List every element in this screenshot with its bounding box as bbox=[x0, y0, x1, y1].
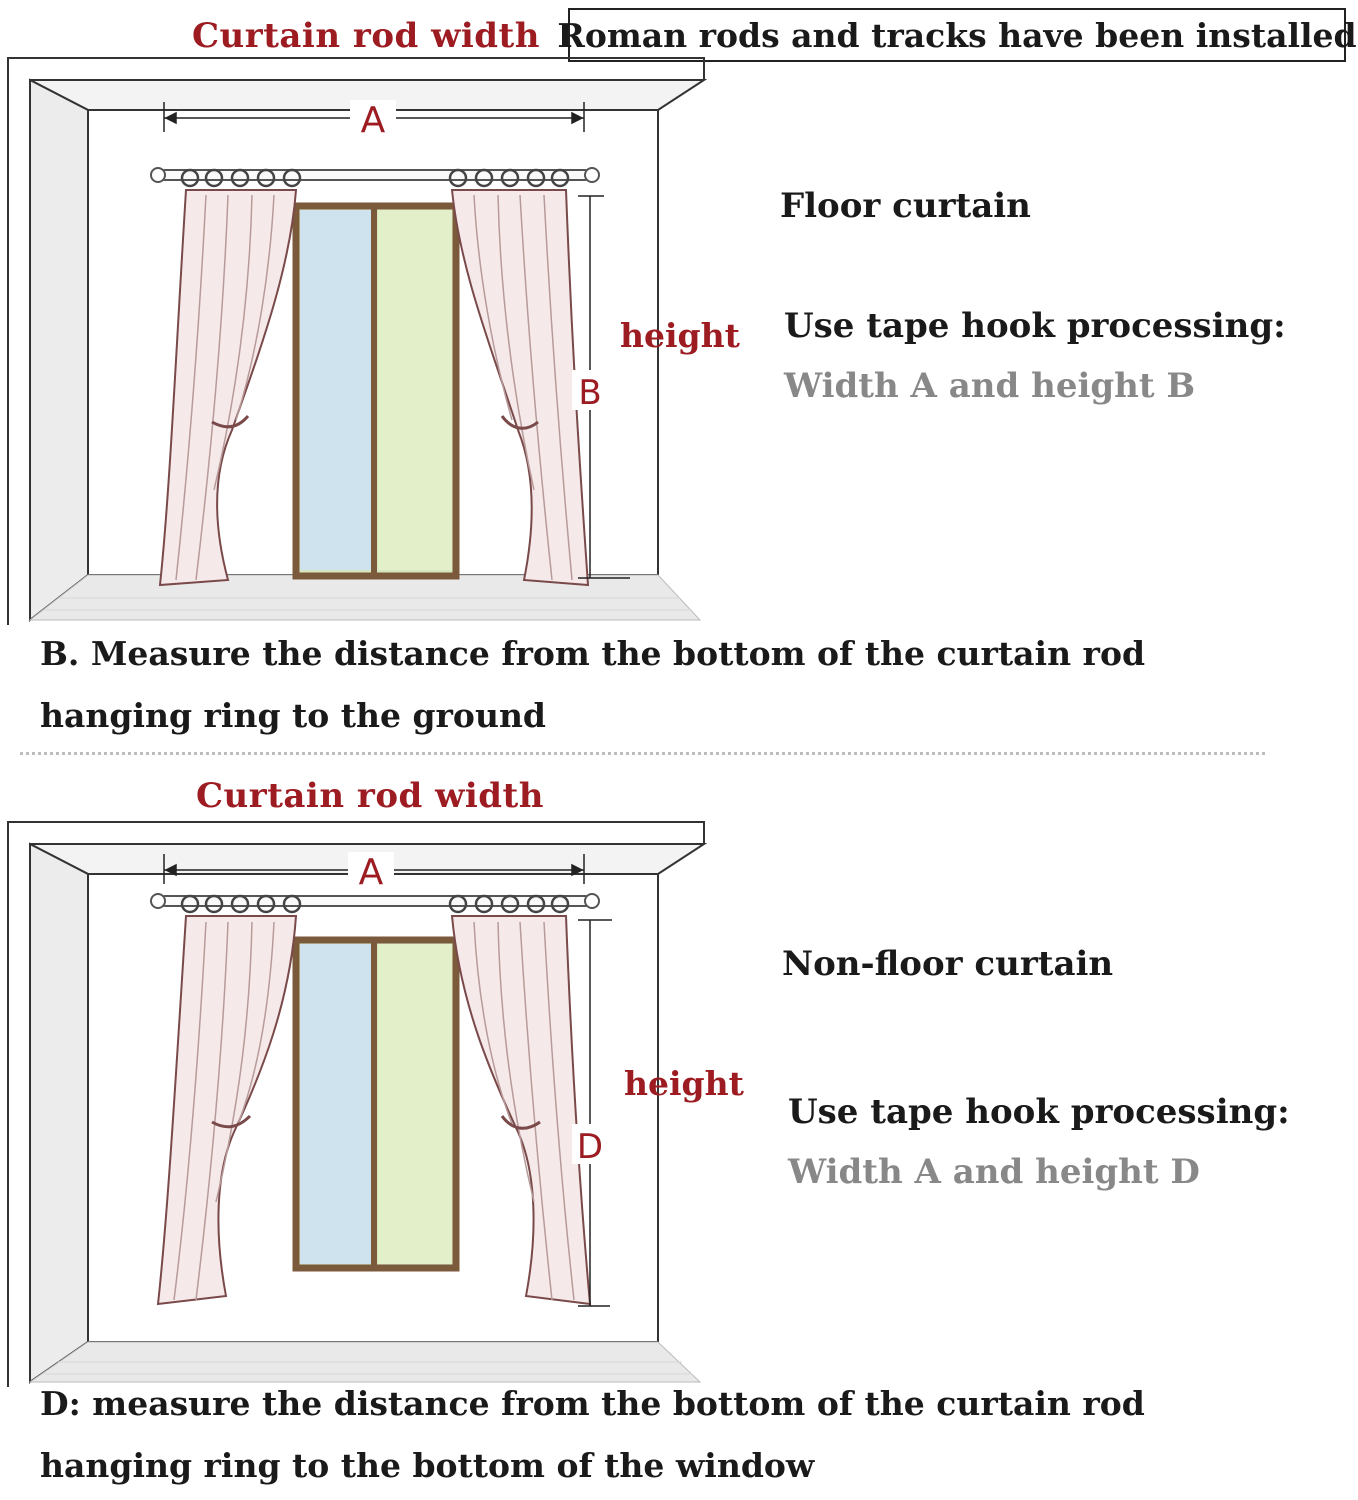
instruction-b-line1: B. Measure the distance from the bottom … bbox=[40, 634, 1146, 673]
dimensions-note-top: Width A and height B bbox=[784, 366, 1196, 406]
non-floor-curtain-illustration: A bbox=[7, 821, 708, 1387]
height-dimension-d bbox=[578, 919, 612, 1307]
window bbox=[292, 936, 460, 1272]
height-label-top: height bbox=[620, 316, 740, 355]
floor-curtain-heading: Floor curtain bbox=[780, 186, 1031, 226]
rod-rings bbox=[180, 168, 570, 188]
processing-note-bottom: Use tape hook processing: bbox=[788, 1092, 1290, 1132]
left-curtain bbox=[158, 189, 298, 587]
instruction-d-line2: hanging ring to the bottom of the window bbox=[40, 1446, 815, 1485]
instruction-d-line1: D: measure the distance from the bottom … bbox=[40, 1384, 1145, 1423]
height-letter-d: D bbox=[577, 1127, 603, 1167]
height-label-bottom: height bbox=[624, 1064, 744, 1103]
left-curtain bbox=[156, 915, 298, 1306]
section-divider bbox=[20, 752, 1265, 755]
non-floor-curtain-heading: Non-floor curtain bbox=[782, 944, 1114, 984]
rod-rings bbox=[180, 894, 570, 914]
width-letter-a: A bbox=[359, 852, 384, 893]
rod-width-title-top: Curtain rod width bbox=[192, 16, 540, 56]
width-letter-a: A bbox=[361, 100, 386, 141]
rod-width-title-bottom: Curtain rod width bbox=[196, 776, 544, 816]
installed-note: Roman rods and tracks have been installe… bbox=[557, 8, 1357, 62]
processing-note-top: Use tape hook processing: bbox=[784, 306, 1286, 346]
instruction-b-line2: hanging ring to the ground bbox=[40, 696, 547, 735]
curtain-rod bbox=[150, 167, 600, 183]
height-letter-b: B bbox=[578, 373, 601, 413]
right-curtain bbox=[450, 189, 590, 587]
right-curtain bbox=[450, 915, 592, 1306]
dimensions-note-bottom: Width A and height D bbox=[788, 1152, 1200, 1192]
curtain-rod bbox=[150, 893, 600, 909]
window bbox=[292, 202, 460, 580]
room-walls bbox=[7, 57, 708, 625]
floor-curtain-illustration: A bbox=[7, 57, 708, 625]
